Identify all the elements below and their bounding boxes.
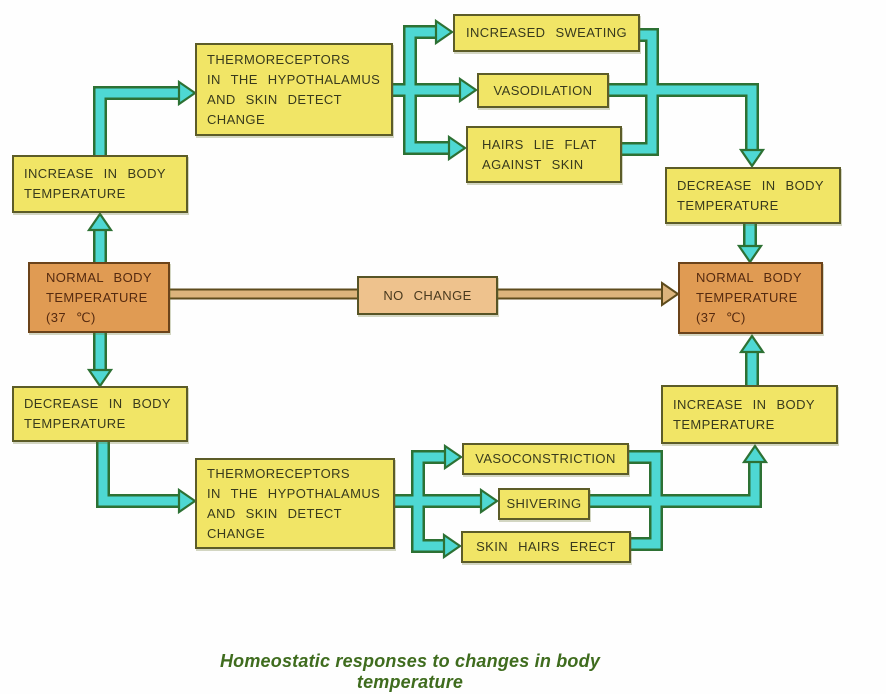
node-shivering: SHIVERING — [498, 488, 590, 520]
node-skin-hairs-erect: SKIN HAIRS ERECT — [461, 531, 631, 563]
node-decrease-in-body-temperature-left: DECREASE IN BODY TEMPERATURE — [12, 386, 188, 442]
cyan-arrowheads — [86, 18, 769, 560]
node-increase-in-body-temperature-left: INCREASE IN BODY TEMPERATURE — [12, 155, 188, 213]
node-normal-body-temperature-right: NORMAL BODY TEMPERATURE (37 ℃) — [678, 262, 823, 334]
node-normal-body-temperature-left: NORMAL BODY TEMPERATURE (37 ℃) — [28, 262, 170, 333]
node-increased-sweating: INCREASED SWEATING — [453, 14, 640, 52]
node-thermoreceptors-bottom: THERMORECEPTORS IN THE HYPOTHALAMUS AND … — [195, 458, 395, 549]
node-vasoconstriction: VASOCONSTRICTION — [462, 443, 629, 475]
node-decrease-in-body-temperature-right: DECREASE IN BODY TEMPERATURE — [665, 167, 841, 224]
node-thermoreceptors-top: THERMORECEPTORS IN THE HYPOTHALAMUS AND … — [195, 43, 393, 136]
no-change-arrowhead — [661, 281, 680, 307]
node-hairs-lie-flat: HAIRS LIE FLAT AGAINST SKIN — [466, 126, 622, 183]
node-increase-in-body-temperature-right: INCREASE IN BODY TEMPERATURE — [661, 385, 838, 444]
diagram-caption: Homeostatic responses to changes in body… — [219, 651, 601, 692]
node-vasodilation: VASODILATION — [477, 73, 609, 108]
node-no-change: NO CHANGE — [357, 276, 498, 315]
